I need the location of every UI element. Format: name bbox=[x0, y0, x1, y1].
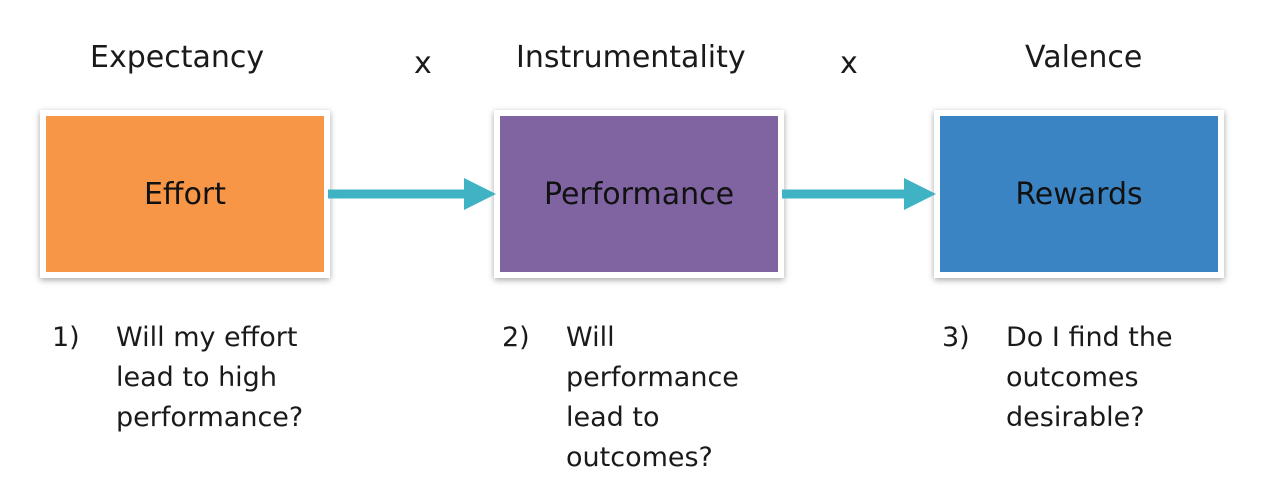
multiply-operator-1: x bbox=[414, 46, 432, 81]
header-valence: Valence bbox=[1025, 40, 1143, 75]
question-2-number: 2) bbox=[502, 322, 530, 353]
rewards-label: Rewards bbox=[1015, 176, 1143, 212]
performance-box: Performance bbox=[494, 110, 784, 278]
effort-box: Effort bbox=[40, 110, 330, 278]
multiply-operator-2: x bbox=[840, 46, 858, 81]
arrow-effort-to-performance bbox=[328, 178, 496, 210]
question-1-number: 1) bbox=[52, 322, 80, 353]
question-3-text: Do I find the outcomes desirable? bbox=[1006, 322, 1173, 433]
header-expectancy: Expectancy bbox=[90, 40, 265, 75]
question-2-text: Will performance lead to outcomes? bbox=[566, 322, 739, 473]
rewards-box: Rewards bbox=[934, 110, 1224, 278]
performance-label: Performance bbox=[543, 176, 735, 212]
question-3-number: 3) bbox=[942, 322, 970, 353]
question-1-text: Will my effort lead to high performance? bbox=[116, 322, 304, 433]
header-instrumentality: Instrumentality bbox=[516, 40, 746, 75]
arrow-performance-to-rewards bbox=[782, 178, 936, 210]
effort-label: Effort bbox=[143, 176, 227, 212]
